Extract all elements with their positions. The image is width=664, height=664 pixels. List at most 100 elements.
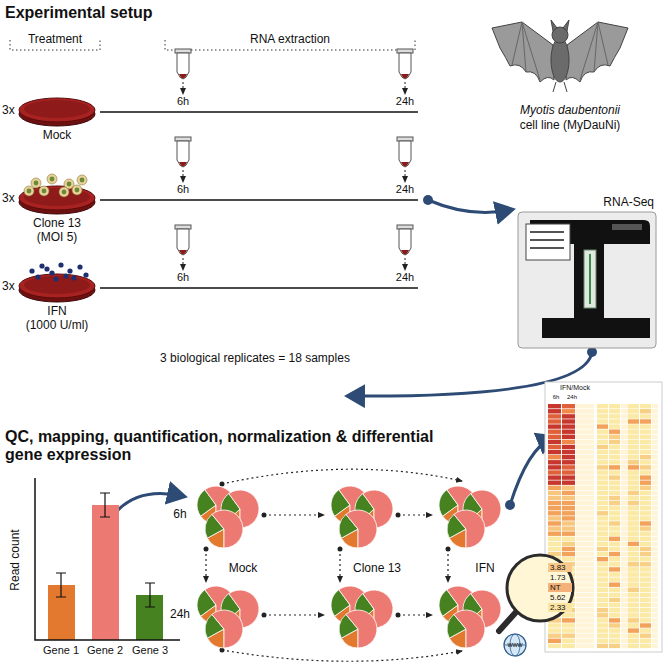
- heatmap-name-cell: [652, 577, 658, 581]
- heatmap-name-cell: [652, 435, 658, 439]
- heatmap-name-cell: [652, 465, 658, 469]
- heatmap-name-cell: [652, 424, 658, 428]
- heatmap-cell: [562, 409, 575, 413]
- virus-core: [34, 181, 39, 186]
- heatmap-cell: [562, 532, 575, 536]
- ifn-dot: [39, 263, 44, 268]
- label: 5.62: [550, 593, 566, 602]
- path-shape: [553, 82, 567, 92]
- heatmap-cell: [597, 613, 608, 617]
- heatmap-name-cell: [621, 552, 639, 556]
- heatmap-cell: [609, 506, 620, 510]
- heatmap-cell: [562, 542, 575, 546]
- heatmap-cell: [597, 506, 608, 510]
- heatmap-name-cell: [652, 557, 658, 561]
- heatmap-cell: [548, 526, 561, 530]
- heatmap-cell: [562, 475, 575, 479]
- heatmap-name-cell: [576, 470, 594, 474]
- heatmap-cell: [609, 593, 620, 597]
- heatmap-cell: [609, 501, 620, 505]
- heatmap-cell: [609, 526, 620, 530]
- heatmap-name-cell: [621, 440, 639, 444]
- heatmap-cell: [597, 562, 608, 566]
- heatmap-name-cell: [621, 450, 639, 454]
- heatmap-cell: [597, 445, 608, 449]
- circle-shape: [396, 513, 401, 518]
- heatmap-cell: [597, 608, 608, 612]
- heatmap-name-cell: [621, 628, 639, 632]
- virus-core: [75, 188, 80, 193]
- heatmap-name-cell: [576, 506, 594, 510]
- heatmap-cell: [609, 577, 620, 581]
- tube-sample: [179, 250, 187, 255]
- tube: [177, 141, 189, 167]
- heatmap-cell: [640, 516, 651, 520]
- heatmap-name-cell: [576, 521, 594, 525]
- heatmap-name-cell: [576, 583, 594, 587]
- heatmap-cell: [609, 481, 620, 485]
- heatmap-cell: [548, 470, 561, 474]
- heatmap-name-cell: [576, 567, 594, 571]
- tube-cap: [175, 225, 191, 229]
- ifn-dot: [44, 266, 49, 271]
- heatmap-cell: [609, 470, 620, 474]
- virus-core: [62, 190, 67, 195]
- circle-shape: [446, 547, 451, 552]
- heatmap-cell: [609, 496, 620, 500]
- heatmap-cell: [628, 562, 639, 566]
- circle-shape: [396, 613, 401, 618]
- heatmap-cell: [609, 603, 620, 607]
- heatmap-cell: [628, 552, 639, 556]
- heatmap-cell: [640, 598, 651, 602]
- heatmap-cell: [548, 511, 561, 515]
- heatmap-cell: [562, 552, 575, 556]
- heatmap-cell: [548, 430, 561, 434]
- heatmap-name-cell: [621, 404, 639, 408]
- tube: [399, 141, 411, 167]
- heatmap-cell: [609, 583, 620, 587]
- heatmap-cell: [597, 542, 608, 546]
- virus: [47, 174, 57, 184]
- screen-line: [530, 247, 564, 249]
- heatmap-name-cell: [621, 465, 639, 469]
- heatmap-name-cell: [652, 598, 658, 602]
- heatmap-cell: [548, 414, 561, 418]
- dish-inner: [24, 276, 90, 294]
- heatmap-cell: [609, 440, 620, 444]
- heatmap-name-cell: [652, 506, 658, 510]
- heatmap-name-cell: [652, 501, 658, 505]
- heatmap-cell: [562, 634, 575, 638]
- heatmap-cell: [609, 562, 620, 566]
- virus: [31, 178, 41, 188]
- circle-shape: [505, 500, 515, 510]
- heatmap-cell: [548, 409, 561, 413]
- heatmap-name-cell: [621, 481, 639, 485]
- globe-icon: [504, 634, 526, 656]
- heatmap-cell: [597, 598, 608, 602]
- heatmap-name-cell: [652, 430, 658, 434]
- heatmap-cell: [628, 470, 639, 474]
- label: 3x: [2, 280, 15, 294]
- heatmap-cell: [548, 542, 561, 546]
- tube-cap: [397, 49, 413, 53]
- heatmap-name-cell: [621, 470, 639, 474]
- label: cell line (MyDauNi): [520, 119, 621, 133]
- circle-shape: [204, 547, 209, 552]
- label: 24h: [396, 183, 414, 196]
- heatmap-name-cell: [652, 552, 658, 556]
- heatmap-cell: [628, 424, 639, 428]
- heatmap-cell: [640, 486, 651, 490]
- label: 24h: [170, 608, 190, 622]
- pie-slice: [454, 610, 485, 648]
- heatmap-name-cell: [621, 455, 639, 459]
- heatmap-cell: [548, 450, 561, 454]
- heatmap-cell: [640, 511, 651, 515]
- dish-inner: [24, 100, 90, 118]
- heatmap-cell: [640, 537, 651, 541]
- heatmap-cell: [597, 450, 608, 454]
- heatmap-cell: [562, 639, 575, 643]
- heatmap-cell: [640, 526, 651, 530]
- ifn-dot: [67, 268, 72, 273]
- heatmap-name-cell: [652, 419, 658, 423]
- heatmap-cell: [609, 521, 620, 525]
